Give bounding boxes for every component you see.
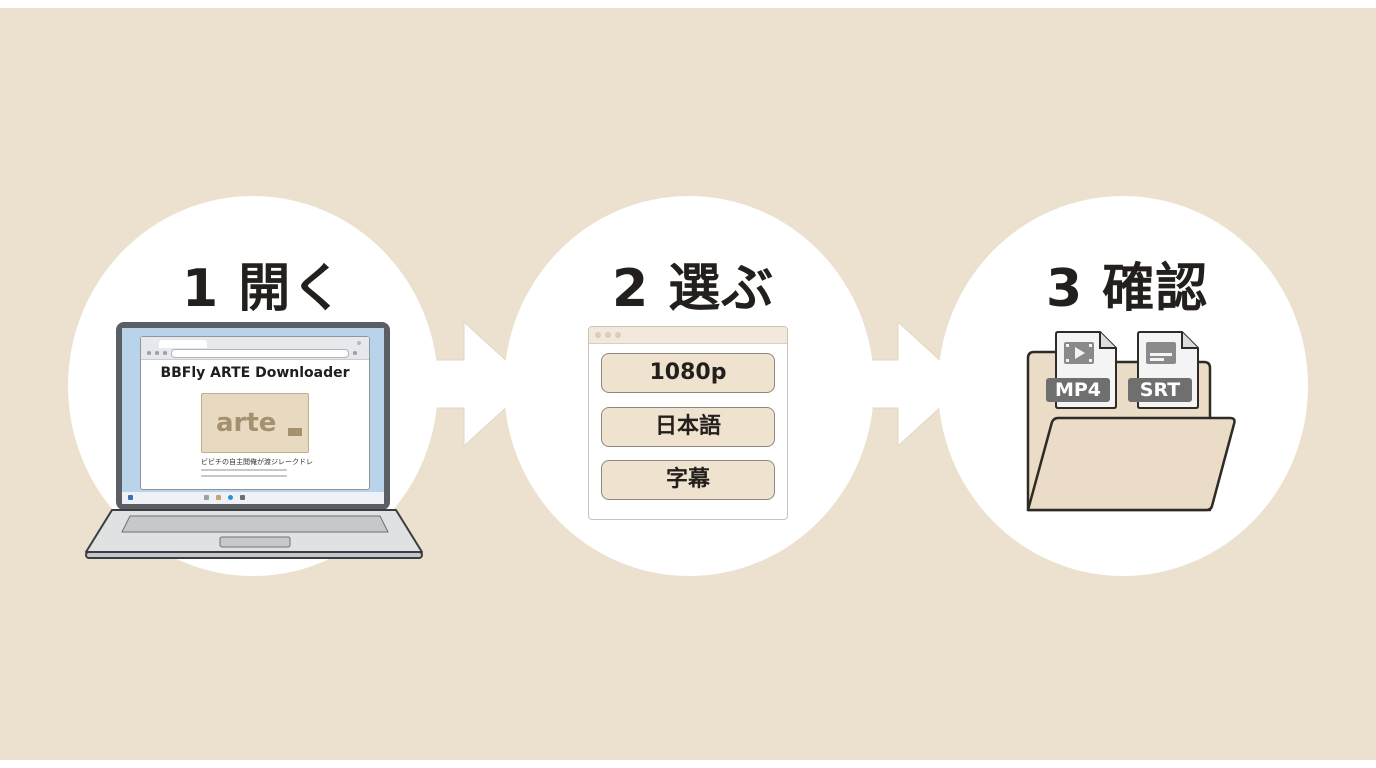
browser-forward-icon [155, 351, 159, 355]
options-window: 1080p 日本語 字幕 [588, 326, 788, 520]
text-line [201, 475, 287, 477]
step-2-title: 2 選ぶ [612, 246, 774, 321]
step-3-label: 確認 [1102, 259, 1209, 319]
laptop-icon: BBFly ARTE Downloader arte ビビチの自主閲俺が渡ジレー… [84, 322, 424, 566]
browser-address-bar [171, 349, 349, 358]
step-2-label: 選ぶ [668, 259, 775, 319]
browser-toolbar [141, 337, 369, 360]
arrow-right-icon [432, 322, 533, 446]
window-dot [605, 332, 611, 338]
app-icon [240, 495, 245, 500]
window-titlebar [589, 327, 787, 344]
step-2-number: 2 [612, 259, 650, 319]
browser-window-icon: BBFly ARTE Downloader arte ビビチの自主閲俺が渡ジレー… [140, 336, 370, 490]
app-title: BBFly ARTE Downloader [160, 365, 350, 381]
folder-front [1026, 416, 1236, 512]
folder-icon: MP4 SRT [1022, 324, 1242, 518]
step-3-number: 3 [1046, 259, 1084, 319]
mp4-file-label: MP4 [1046, 378, 1110, 402]
browser-reload-icon [163, 351, 167, 355]
text-line [201, 469, 287, 471]
browser-back-icon [147, 351, 151, 355]
page-caption: ビビチの自主閲俺が渡ジレークドレ [201, 458, 313, 466]
arte-logo-text: arte [216, 408, 277, 438]
language-option-button[interactable]: 日本語 [601, 407, 775, 447]
subtitle-option-button[interactable]: 字幕 [601, 460, 775, 500]
search-icon [204, 495, 209, 500]
laptop-base [85, 509, 423, 559]
window-dot [595, 332, 601, 338]
arte-logo-thumbnail: arte [201, 393, 309, 453]
step-3-title: 3 確認 [1046, 246, 1208, 321]
browser-menu-icon [353, 351, 357, 355]
step-1-number: 1 [182, 259, 220, 319]
resolution-option-button[interactable]: 1080p [601, 353, 775, 393]
folder-icon [216, 495, 221, 500]
step-1-title: 1 開く [182, 246, 344, 321]
start-icon [128, 495, 133, 500]
browser-tab [159, 340, 207, 348]
taskbar [122, 492, 384, 504]
window-close-icon [357, 341, 361, 345]
browser-icon [228, 495, 233, 500]
step-1-label: 開く [238, 259, 345, 319]
srt-file-label: SRT [1128, 378, 1192, 402]
window-dot [615, 332, 621, 338]
arte-logo-mark [288, 428, 302, 436]
